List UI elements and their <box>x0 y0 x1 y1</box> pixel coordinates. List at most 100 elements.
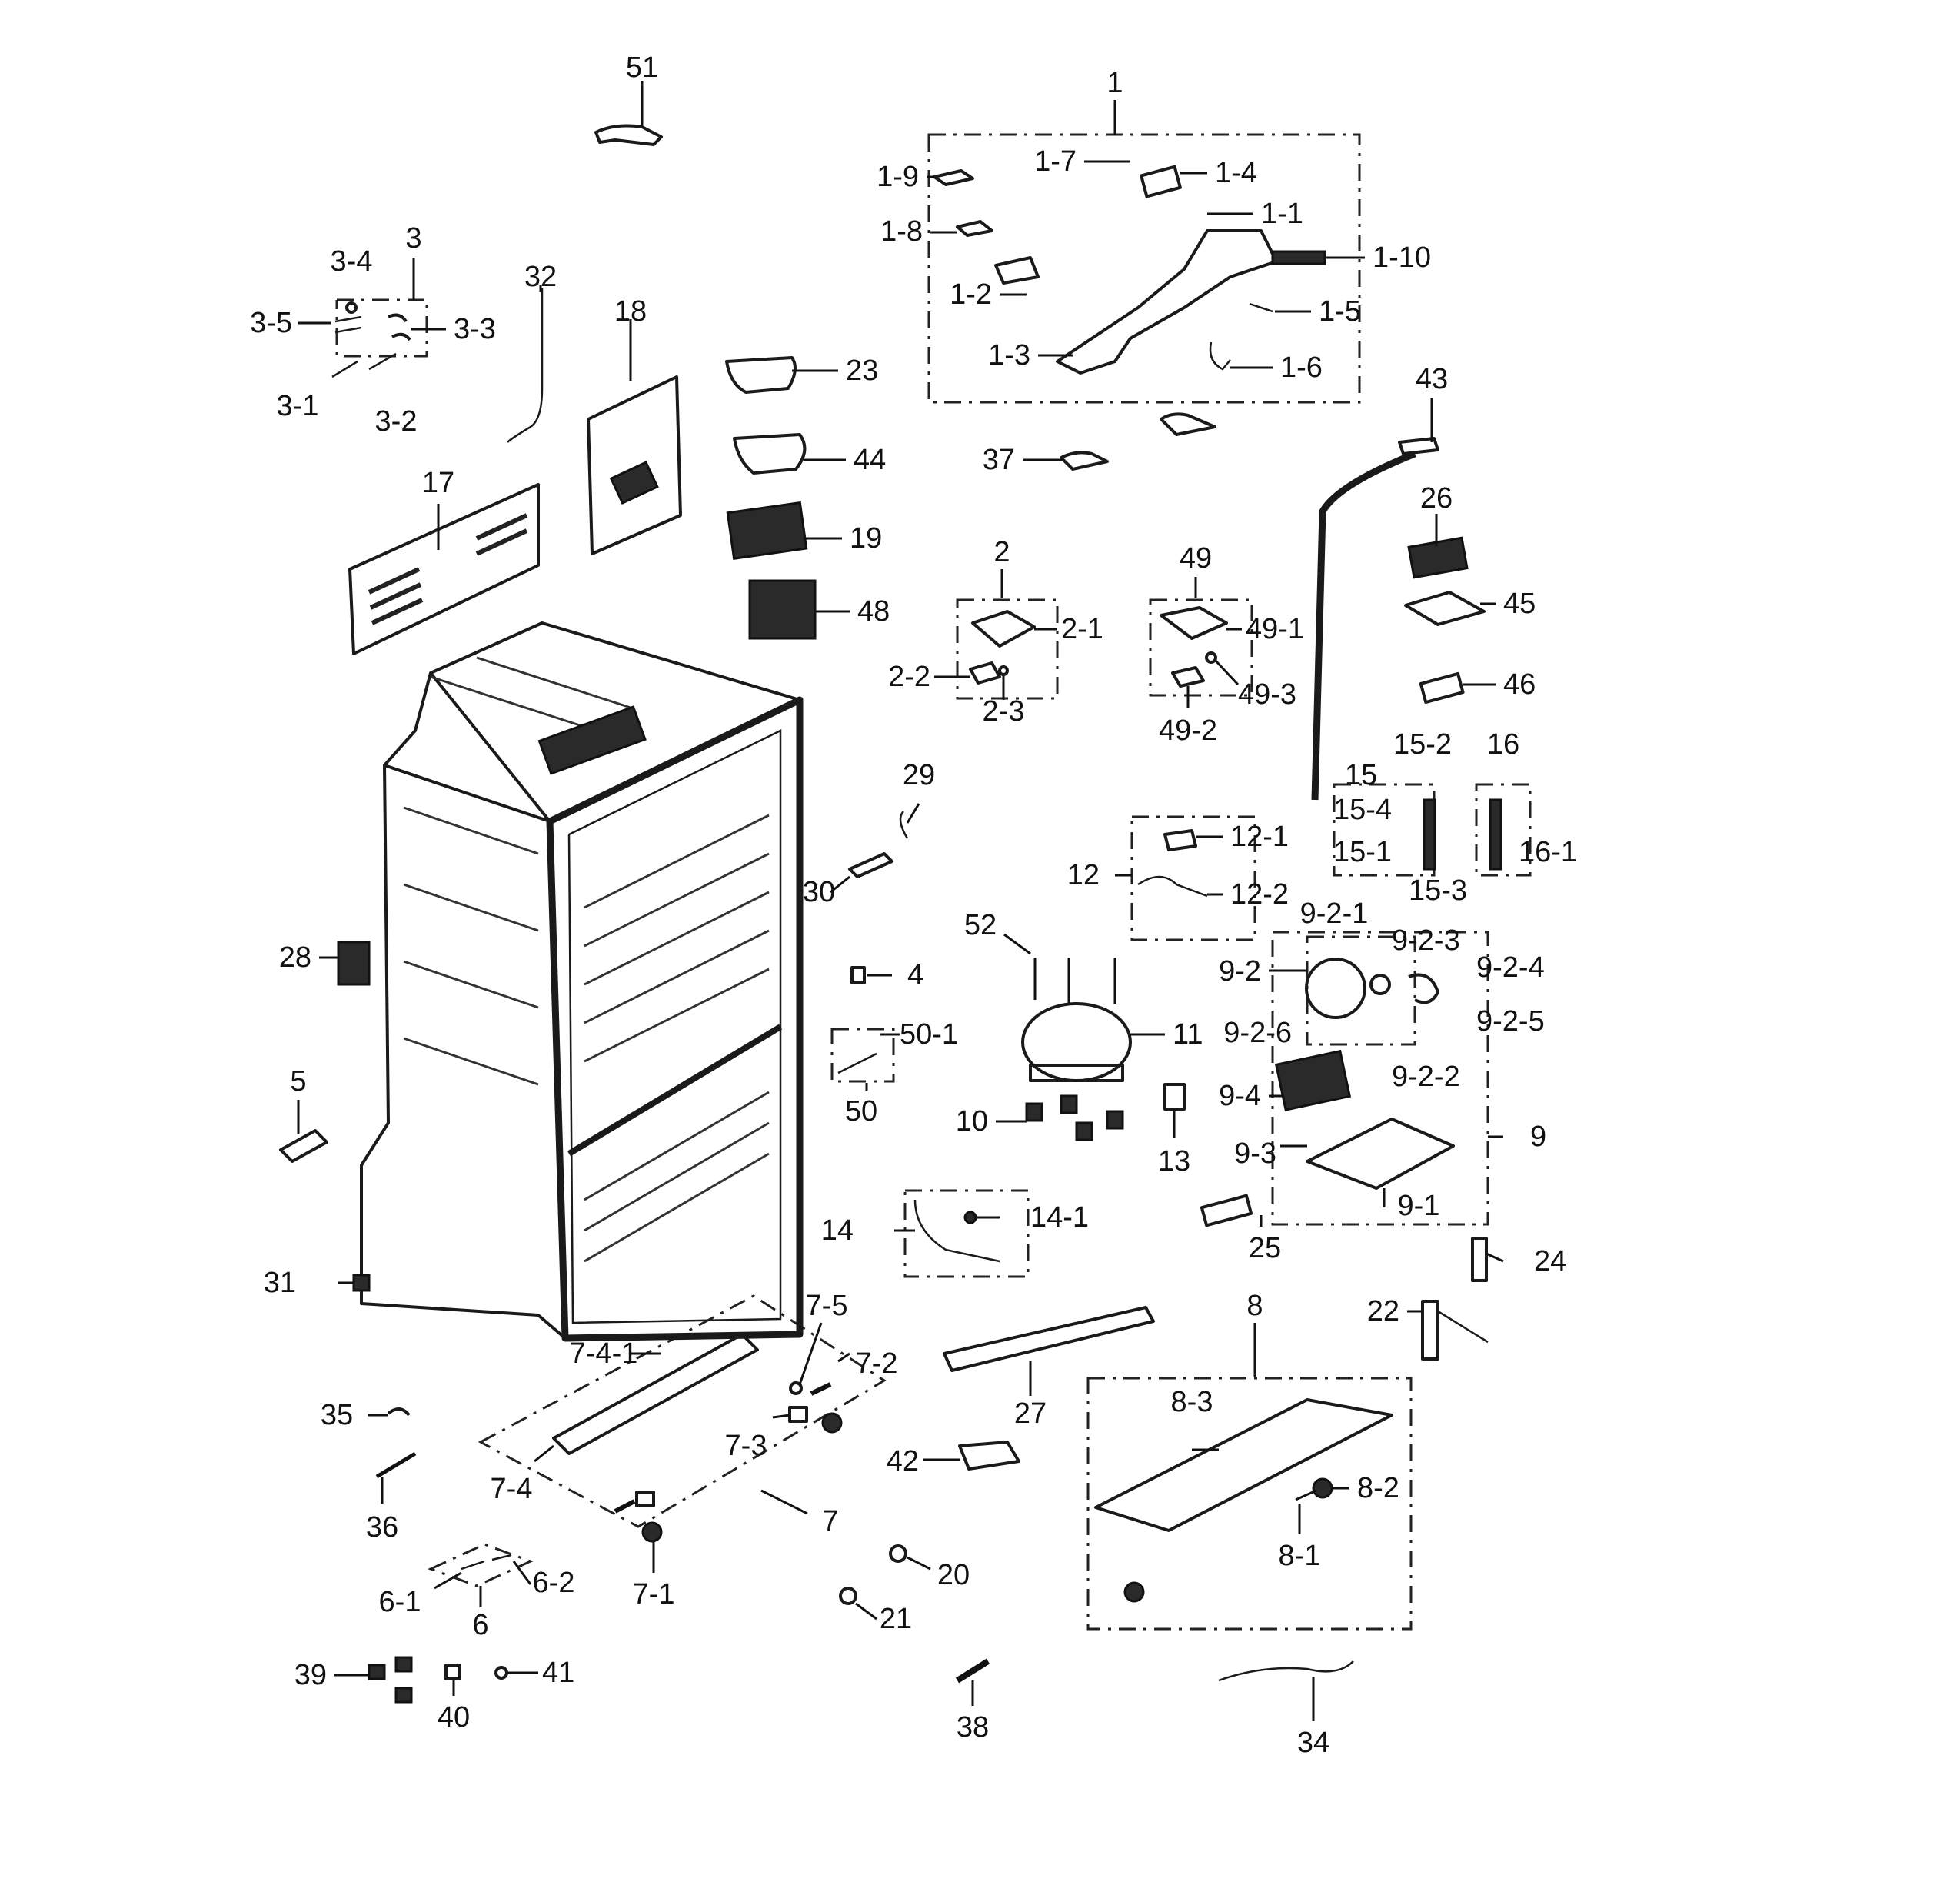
label-7-5: 7-5 <box>806 1290 848 1322</box>
label-2-2: 2-2 <box>888 661 930 693</box>
part-17 <box>348 483 540 655</box>
part-43 <box>1311 450 1416 801</box>
label-26: 26 <box>1420 482 1453 515</box>
label-10: 10 <box>956 1105 988 1138</box>
part-41 <box>494 1666 508 1680</box>
label-44: 44 <box>854 444 886 476</box>
label-2: 2 <box>993 536 1010 568</box>
part-48 <box>748 579 817 640</box>
part-27 <box>943 1306 1155 1372</box>
group-box-49 <box>1149 598 1253 697</box>
label-9-2: 9-2 <box>1219 955 1261 988</box>
label-1-10: 1-10 <box>1373 241 1431 274</box>
label-14: 14 <box>821 1214 854 1247</box>
label-6-2: 6-2 <box>533 1567 575 1599</box>
callout-labels: 51 1 1-9 1-7 1-4 1-1 1-8 1-10 1-2 1-5 1-… <box>250 52 1577 1759</box>
part-51 <box>594 124 663 146</box>
label-5: 5 <box>290 1065 306 1098</box>
label-12-1: 12-1 <box>1230 821 1289 853</box>
label-9-2-2: 9-2-2 <box>1392 1061 1460 1093</box>
part-35 <box>387 1407 411 1417</box>
part-1-9 <box>933 169 974 186</box>
cabinet-outline <box>360 621 801 1340</box>
label-36: 36 <box>366 1511 398 1544</box>
label-30: 30 <box>803 876 835 908</box>
parts <box>279 124 1502 1704</box>
part-16 <box>1489 798 1502 871</box>
part-46 <box>1419 671 1465 705</box>
cabinet-top-edge <box>429 671 551 823</box>
part-39 <box>368 1664 386 1680</box>
label-7-3: 7-3 <box>725 1430 767 1462</box>
part-12-2 <box>1137 875 1208 898</box>
label-51: 51 <box>626 52 658 84</box>
part-10-foot-2 <box>1060 1094 1078 1114</box>
part-10-foot-3 <box>1075 1121 1093 1141</box>
label-7-2: 7-2 <box>856 1347 898 1380</box>
part-39-clip-3 <box>394 1687 413 1704</box>
part-22 <box>1421 1300 1439 1361</box>
group-box-3 <box>335 298 428 358</box>
part-7-rod <box>614 1499 636 1514</box>
part-10 <box>1025 1102 1043 1122</box>
part-42 <box>958 1441 1020 1471</box>
part-31 <box>352 1274 371 1292</box>
part-49-3 <box>1205 651 1217 664</box>
label-14-1: 14-1 <box>1030 1201 1089 1234</box>
label-1-5: 1-5 <box>1319 295 1361 328</box>
part-9-1 <box>1306 1118 1455 1190</box>
label-3-3: 3-3 <box>454 313 496 345</box>
label-31: 31 <box>264 1267 296 1299</box>
label-27: 27 <box>1014 1397 1047 1430</box>
label-9-2-3: 9-2-3 <box>1392 924 1460 957</box>
part-32 <box>507 288 544 443</box>
label-41: 41 <box>542 1657 574 1689</box>
cabinet-divider <box>567 1024 783 1157</box>
label-15-4: 15-4 <box>1333 794 1392 826</box>
assembly-boxes <box>335 133 1532 1631</box>
label-50-1: 50-1 <box>900 1018 958 1051</box>
label-32: 32 <box>524 261 557 293</box>
label-7-1: 7-1 <box>633 1578 675 1611</box>
label-6-1: 6-1 <box>379 1586 421 1618</box>
label-8-3: 8-3 <box>1171 1386 1213 1418</box>
label-1-1: 1-1 <box>1261 198 1303 230</box>
label-1-6: 1-6 <box>1280 351 1323 384</box>
part-1-3 <box>1056 229 1278 375</box>
part-17-grilles <box>368 513 528 625</box>
label-50: 50 <box>845 1095 877 1128</box>
label-9-2-1: 9-2-1 <box>1300 898 1369 930</box>
part-21 <box>839 1587 857 1605</box>
label-1-3: 1-3 <box>988 339 1030 371</box>
label-20: 20 <box>937 1559 970 1591</box>
part-7-2 <box>810 1382 832 1396</box>
part-28 <box>337 941 371 986</box>
label-23: 23 <box>846 355 878 387</box>
part-1-extra <box>1160 412 1216 436</box>
part-3-5 <box>334 315 362 334</box>
label-48: 48 <box>857 595 890 628</box>
label-1-2: 1-2 <box>950 278 992 311</box>
part-5 <box>279 1129 328 1163</box>
label-40: 40 <box>438 1701 470 1734</box>
label-2-1: 2-1 <box>1061 613 1103 645</box>
label-43: 43 <box>1416 363 1448 395</box>
label-29: 29 <box>903 759 935 791</box>
label-49: 49 <box>1180 542 1212 575</box>
part-6-2 <box>491 1554 512 1561</box>
part-7-3 <box>788 1406 808 1423</box>
label-38: 38 <box>957 1711 989 1744</box>
group-box-16 <box>1475 783 1532 877</box>
label-15-3: 15-3 <box>1409 874 1467 907</box>
group-box-1 <box>927 133 1361 404</box>
cabinet-front-inner <box>567 728 782 1324</box>
label-12: 12 <box>1067 859 1100 891</box>
part-11 <box>1021 1002 1132 1082</box>
part-18-grille <box>609 461 659 505</box>
part-7-5 <box>789 1381 803 1395</box>
part-34 <box>1218 1660 1354 1682</box>
label-9-2-6: 9-2-6 <box>1223 1017 1292 1049</box>
part-1-6 <box>1209 341 1231 371</box>
part-1-4 <box>1140 165 1182 198</box>
